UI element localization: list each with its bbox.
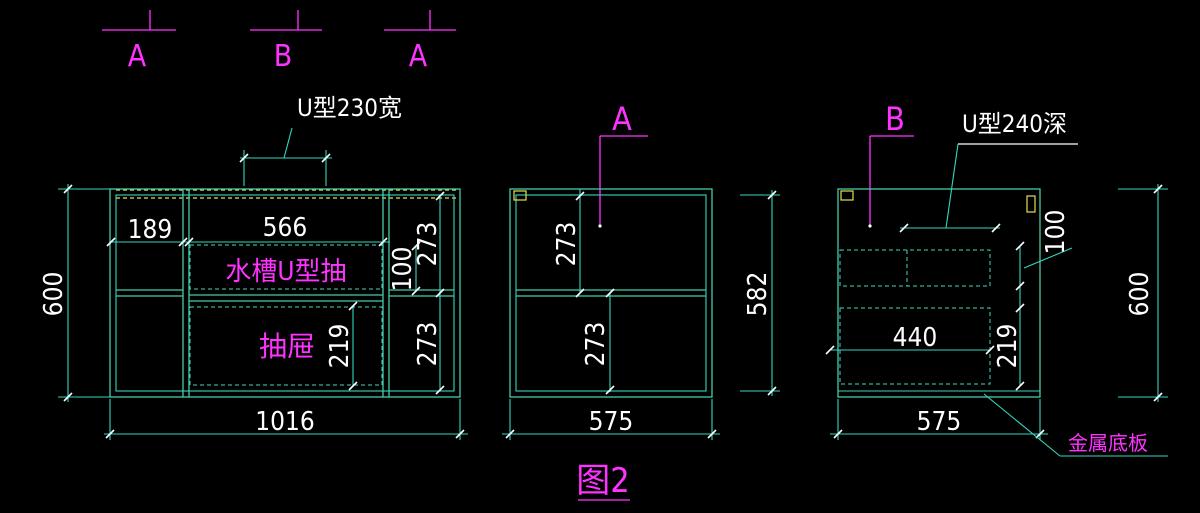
view-b-drawer-width-dim: 440 [893,323,938,353]
side-view-b: B U型240深 440 100 219 [825,100,1168,457]
view-b-height-dim: 600 [1125,272,1155,317]
figure-caption-group: 图2 [576,461,630,501]
u-channel-230-note: U型230宽 [297,94,402,122]
metal-base-note: 金属底板 [1068,431,1148,455]
marker-mid-b-label: B [274,39,293,74]
marker-right-a-label: A [409,39,428,74]
figure-caption: 图2 [576,461,629,501]
view-b-width-dim: 575 [917,407,962,437]
marker-left-a-label: A [128,39,147,74]
marker-right-a: A [384,10,456,74]
sink-u-drawer-label: 水槽U型抽 [225,257,346,287]
u-drawer-height-dim: 100 [388,247,418,292]
right-lower-dim: 273 [413,322,443,367]
drawer-height-dim: 219 [325,324,355,369]
view-b-marker: B [885,100,905,138]
front-width-dim: 1016 [255,407,315,437]
right-upper-dim: 273 [413,222,443,267]
u-channel-240-note: U型240深 [962,110,1067,138]
side-view-a: A 273 273 582 575 [502,100,780,440]
view-a-height-dim: 582 [743,272,773,317]
marker-mid-b: B [250,10,322,74]
left-bay-width-dim: 189 [128,215,173,245]
front-height-dim: 600 [39,272,69,317]
center-width-dim: 566 [263,213,308,243]
view-a-upper-dim: 273 [552,222,582,267]
front-view: U型230宽 600 [39,94,468,440]
view-a-marker: A [612,100,632,138]
section-markers: A B A [102,10,456,74]
view-b-drawer-height-dim: 219 [993,324,1023,369]
view-a-lower-dim: 273 [581,322,611,367]
view-a-width-dim: 575 [589,407,634,437]
view-b-u-depth-dim: 100 [1041,210,1071,255]
marker-left-a: A [102,10,176,74]
drawer-label: 抽屉 [259,330,315,363]
